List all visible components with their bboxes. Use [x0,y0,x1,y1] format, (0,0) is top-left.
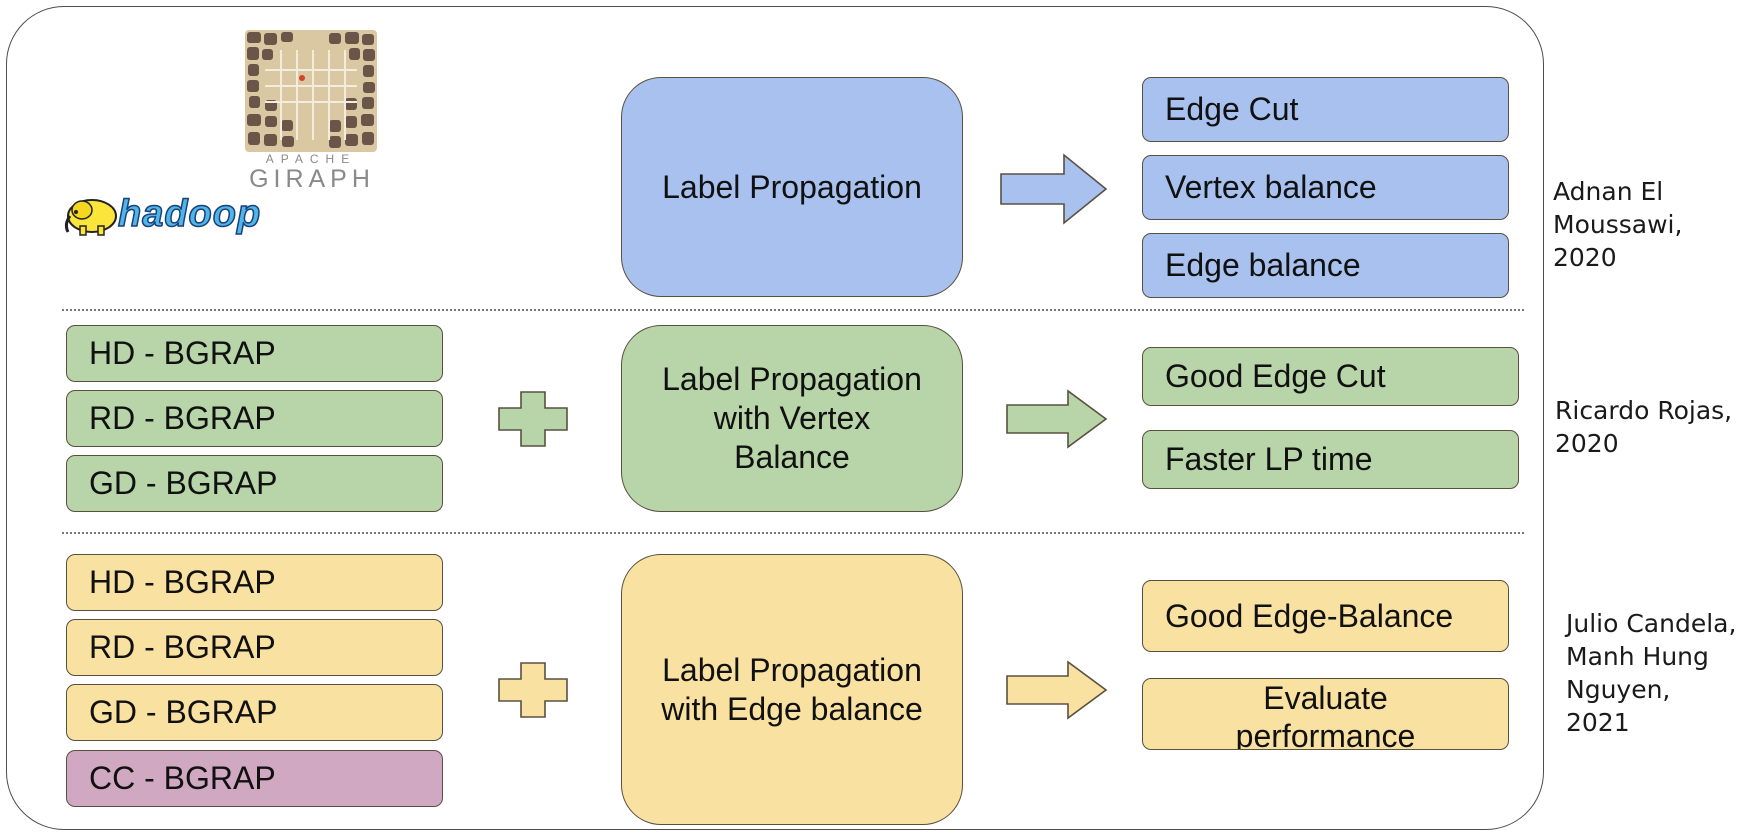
label-propagation-edge-balance-box: Label Propagation with Edge balance [621,554,963,825]
author-row-2: Ricardo Rojas, 2020 [1555,396,1733,458]
input-hd-bgrap: HD - BGRAP [66,554,443,611]
author-row-3: Julio Candela, Manh Hung Nguyen, 2021 [1566,609,1737,737]
row-divider-2 [62,532,1524,534]
giraph-logo-icon [245,30,377,152]
arrow-right-icon [1006,660,1108,720]
hadoop-logo-text: hadoop [117,192,262,236]
input-hd-bgrap: HD - BGRAP [66,325,443,382]
arrow-right-icon [1006,389,1108,449]
output-good-edge-balance: Good Edge-Balance [1142,580,1509,652]
author-row-1: Adnan El Moussawi, 2020 [1553,177,1683,272]
output-edge-cut: Edge Cut [1142,77,1509,142]
arrow-right-icon [1000,153,1108,225]
hadoop-elephant-icon [64,199,117,236]
input-rd-bgrap: RD - BGRAP [66,390,443,447]
diagram-frame [6,6,1544,830]
plus-icon [498,662,568,718]
giraph-logo-text: GIRAPH [249,165,375,193]
input-cc-bgrap: CC - BGRAP [66,750,443,807]
output-evaluate-performance: Evaluate performance [1142,678,1509,750]
output-vertex-balance: Vertex balance [1142,155,1509,220]
giraph-logo-small-text: APACHE [265,152,357,166]
plus-icon [498,391,568,447]
input-gd-bgrap: GD - BGRAP [66,455,443,512]
output-good-edge-cut: Good Edge Cut [1142,347,1519,406]
input-gd-bgrap: GD - BGRAP [66,684,443,741]
label-propagation-box: Label Propagation [621,77,963,297]
output-edge-balance: Edge balance [1142,233,1509,298]
output-faster-lp-time: Faster LP time [1142,430,1519,489]
label-propagation-vertex-balance-box: Label Propagation with Vertex Balance [621,325,963,512]
input-rd-bgrap: RD - BGRAP [66,619,443,676]
row-divider-1 [62,309,1524,311]
